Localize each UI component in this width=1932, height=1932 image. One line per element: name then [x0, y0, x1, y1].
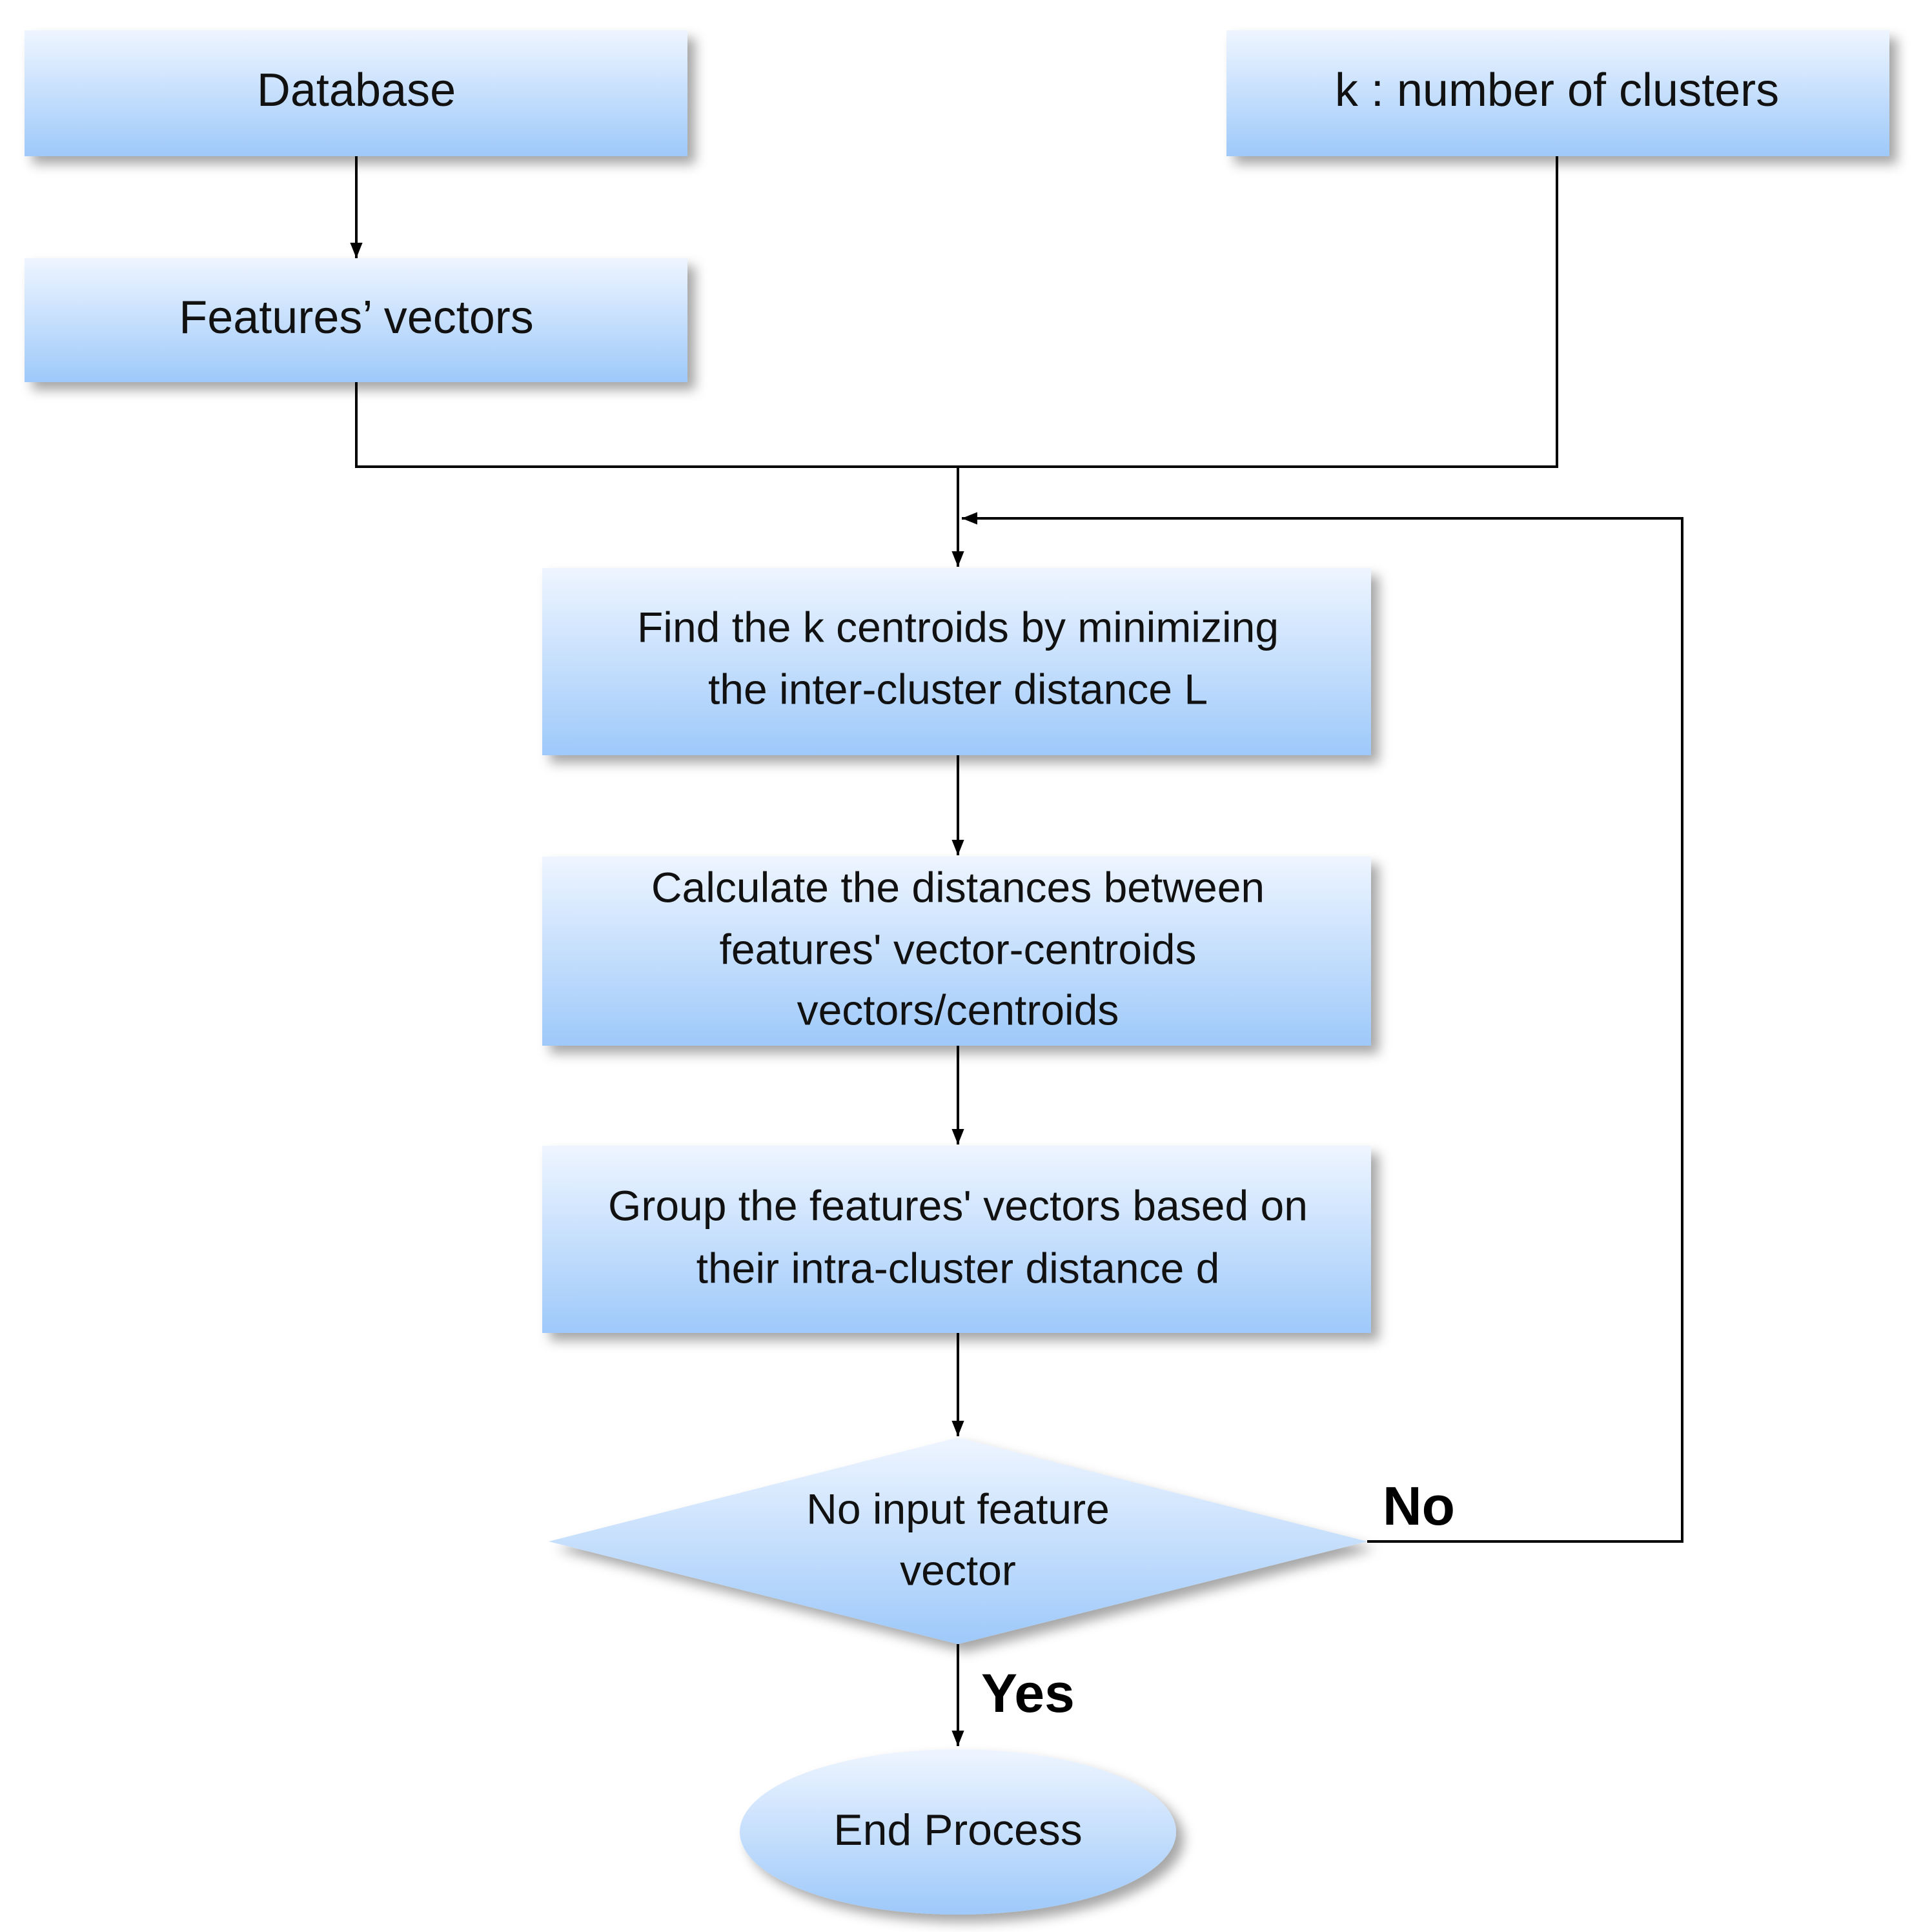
- connector-k-to-merge: [958, 156, 1558, 468]
- node-features-vectors: Features’ vectors: [25, 258, 687, 382]
- group-vectors-line-1: Group the features' vectors based on: [608, 1181, 1308, 1229]
- decision-diamond: [549, 1438, 1367, 1644]
- end-process-label: End Process: [833, 1805, 1083, 1855]
- k-clusters-label: k : number of clusters: [1335, 65, 1779, 116]
- end-process-ellipse: [740, 1749, 1176, 1915]
- node-calc-distances: Calculate the distances between features…: [542, 857, 1371, 1046]
- find-centroids-box: [542, 568, 1371, 755]
- features-vectors-box: [25, 258, 687, 382]
- connector-features-to-merge: [355, 382, 958, 468]
- node-group-vectors: Group the features' vectors based on the…: [542, 1146, 1371, 1333]
- decision-line-2: vector: [900, 1546, 1016, 1594]
- k-clusters-box: [1226, 30, 1889, 156]
- node-find-centroids: Find the k centroids by minimizing the i…: [542, 568, 1371, 755]
- calc-distances-line-1: Calculate the distances between: [651, 863, 1265, 911]
- node-decision: No input feature vector: [549, 1438, 1367, 1644]
- database-label: Database: [257, 65, 456, 116]
- loop-back-no-path: [962, 512, 1683, 1543]
- calc-distances-line-3: vectors/centroids: [797, 986, 1119, 1033]
- node-database: Database: [25, 30, 687, 156]
- edge-label-yes: Yes: [981, 1663, 1075, 1724]
- database-box: [25, 30, 687, 156]
- group-vectors-box: [542, 1146, 1371, 1333]
- find-centroids-line-2: the inter-cluster distance L: [708, 665, 1208, 713]
- features-vectors-label: Features’ vectors: [179, 292, 534, 343]
- calc-distances-box: [542, 857, 1371, 1046]
- find-centroids-line-1: Find the k centroids by minimizing: [637, 603, 1279, 651]
- calc-distances-line-2: features' vector-centroids: [720, 925, 1197, 973]
- group-vectors-line-2: their intra-cluster distance d: [697, 1244, 1220, 1292]
- node-k-clusters: k : number of clusters: [1226, 30, 1889, 156]
- decision-line-1: No input feature: [806, 1485, 1110, 1532]
- node-end-process: End Process: [740, 1749, 1176, 1915]
- connectors: [350, 156, 1683, 1746]
- edge-label-no: No: [1383, 1476, 1455, 1536]
